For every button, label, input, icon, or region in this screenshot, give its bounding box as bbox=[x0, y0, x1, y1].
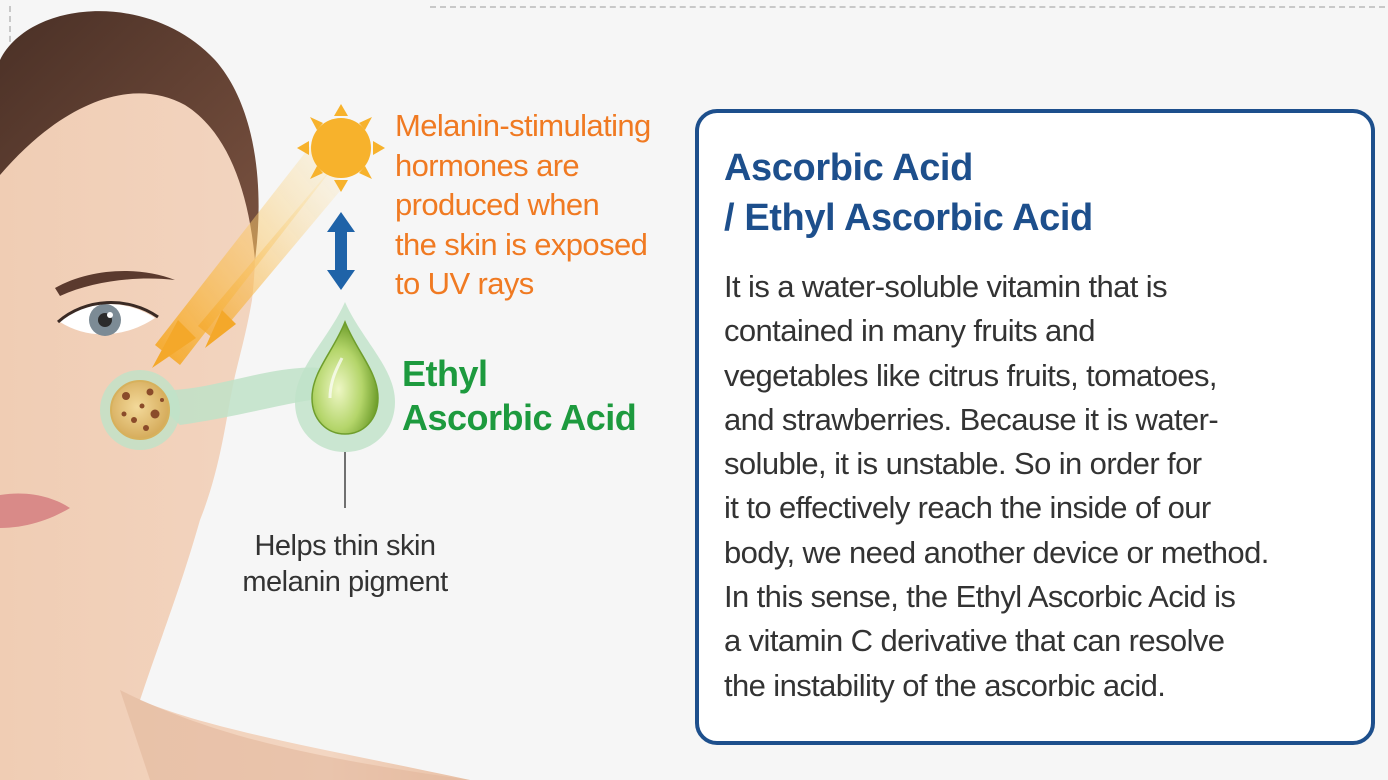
uv-line: hormones are bbox=[395, 147, 580, 183]
lips bbox=[0, 493, 70, 528]
card-body-line: a vitamin C derivative that can resolve bbox=[724, 623, 1225, 659]
uv-line: the skin is exposed bbox=[395, 226, 648, 262]
dashed-border-top bbox=[430, 6, 1385, 8]
card-body-line: it to effectively reach the inside of ou… bbox=[724, 490, 1211, 526]
card-title: Ascorbic Acid / Ethyl Ascorbic Acid bbox=[724, 143, 1361, 243]
card-body-line: contained in many fruits and bbox=[724, 313, 1096, 349]
face-illustration bbox=[0, 11, 470, 780]
uv-rays bbox=[152, 140, 345, 368]
uv-line: to UV rays bbox=[395, 266, 534, 301]
drop-icon bbox=[311, 319, 379, 435]
effect-line: melanin pigment bbox=[242, 566, 448, 598]
card-body-line: and strawberries. Because it is water- bbox=[724, 401, 1219, 437]
melanin-cell-icon bbox=[100, 370, 180, 450]
effect-caption: Helps thin skin melanin pigment bbox=[205, 528, 485, 600]
card-body-line: vegetables like citrus fruits, tomatoes, bbox=[724, 357, 1217, 393]
face-shape bbox=[0, 14, 470, 780]
effect-line: Helps thin skin bbox=[254, 530, 436, 562]
info-card: Ascorbic Acid / Ethyl Ascorbic Acid It i… bbox=[695, 109, 1375, 745]
connector-band bbox=[140, 367, 335, 425]
card-body-line: body, we need another device or method. bbox=[724, 534, 1269, 570]
double-arrow-icon bbox=[327, 212, 355, 290]
sun-icon bbox=[297, 104, 385, 192]
card-body: It is a water-soluble vitamin that is co… bbox=[724, 265, 1361, 708]
ingredient-line: Ethyl bbox=[402, 353, 488, 394]
card-body-line: the instability of the ascorbic acid. bbox=[724, 667, 1166, 703]
card-body-line: In this sense, the Ethyl Ascorbic Acid i… bbox=[724, 579, 1236, 615]
card-body-line: soluble, it is unstable. So in order for bbox=[724, 446, 1202, 482]
uv-line: produced when bbox=[395, 187, 600, 222]
hair-shape bbox=[0, 11, 259, 260]
ingredient-line: Ascorbic Acid bbox=[402, 397, 637, 438]
ingredient-label: Ethyl Ascorbic Acid bbox=[402, 352, 637, 440]
card-title-line: / Ethyl Ascorbic Acid bbox=[724, 197, 1093, 239]
card-title-line: Ascorbic Acid bbox=[724, 147, 973, 189]
uv-annotation: Melanin-stimulating hormones are produce… bbox=[395, 106, 685, 304]
eyebrow bbox=[55, 270, 175, 296]
uv-line: Melanin-stimulating bbox=[395, 108, 651, 143]
card-body-line: It is a water-soluble vitamin that is bbox=[724, 269, 1168, 304]
